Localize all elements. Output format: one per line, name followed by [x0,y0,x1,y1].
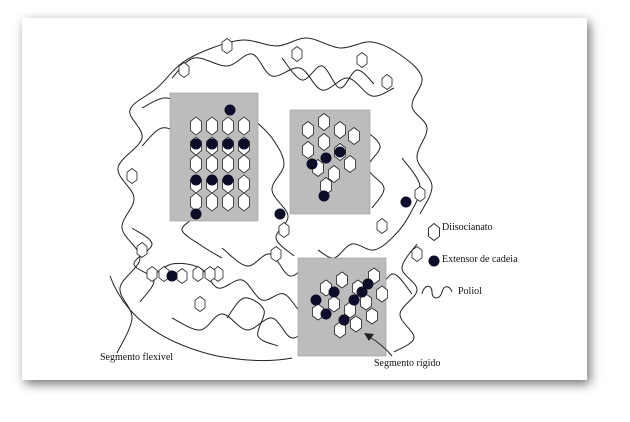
diisocyanate-hexagon [348,126,360,146]
diisocyanate-hexagon [222,116,234,136]
diisocyanate-hexagon [291,45,303,62]
diisocyanate-hexagon [336,271,348,289]
soft-segment-arc [109,275,293,362]
diisocyanate-hexagon [328,295,340,313]
diisocyanate-hexagon [381,73,393,90]
polyol-chain [393,243,418,353]
chain-extender-dot [356,286,368,298]
chain-extender-dot [328,286,340,298]
chain-extender-dot [320,152,332,164]
polyol-chain [226,297,279,347]
diisocyanate-hexagon [318,132,330,152]
legend-label-polyol: Poliol [458,286,482,297]
diisocyanate-hexagon [334,321,346,339]
chain-extender-dot [206,174,218,186]
diisocyanate-hexagon [222,192,234,212]
diisocyanate-hexagon [356,51,368,68]
chain-extender-dot [306,158,318,170]
diisocyanate-hexagon [344,301,356,319]
diisocyanate-hexagon [302,120,314,140]
chain-extender-dot [190,208,202,220]
chain-extender-dot [362,278,374,290]
diisocyanate-hexagon [318,112,330,132]
diisocyanate-hexagon [222,154,234,174]
diisocyanate-hexagon [312,303,324,321]
diisocyanate-hexagon [360,293,372,311]
polyol-chain [281,57,375,89]
soft-segment-label: Segmento flexível [100,352,174,363]
legend-label-chain-extender: Extensor de cadeia [442,254,518,265]
chain-extender-dot [320,308,332,320]
diisocyanate-hexagon [414,185,426,202]
diisocyanate-hexagon [192,265,204,282]
filled-circle-icon [428,255,440,267]
polyol-chain [171,53,395,97]
polyol-chain [171,313,313,339]
diisocyanate-hexagon [411,245,423,262]
chain-extender-dot [318,190,330,202]
polyol-chain [251,117,295,257]
diisocyanate-hexagon [190,116,202,136]
chain-extender-dot [222,138,234,150]
arrowhead [364,333,374,341]
diisocyanate-hexagon [334,120,346,140]
chain-extender-units [166,104,412,326]
chain-extender-dot [338,314,350,326]
diisocyanate-hexagon [376,217,388,234]
figure-frame: Diisocianato Extensor de cadeia Poliol S… [22,18,587,380]
diisocyanate-hexagon [206,192,218,212]
legend-label-diisocyanate: Diisocianato [442,222,493,233]
hard-segment-pointer [364,333,393,357]
diisocyanate-hexagon [238,174,250,194]
diisocyanate-hexagon [178,61,190,78]
diisocyanate-hexagon [194,295,206,312]
hard-segment-label: Segmento rígido [374,358,441,369]
chain-extender-dot [348,294,360,306]
coil-icon [421,285,453,299]
hexagon-icon [428,222,440,242]
diisocyanate-hexagon [190,192,202,212]
diisocyanate-hexagon [221,37,233,54]
diisocyanate-hexagon [204,265,216,282]
diisocyanate-hexagon [206,154,218,174]
hard-segment-region [289,109,371,215]
diisocyanate-hexagon [136,241,148,258]
diisocyanate-hexagon [126,167,138,184]
diisocyanate-units [126,37,426,339]
diisocyanate-hexagon [146,265,158,282]
diisocyanate-hexagon [190,154,202,174]
diisocyanate-hexagon [278,221,290,238]
diisocyanate-hexagon [376,285,388,303]
chain-extender-dot [274,208,286,220]
chain-extender-dot [190,174,202,186]
diisocyanate-hexagon [328,164,340,184]
diisocyanate-hexagon [238,116,250,136]
chain-extender-dot [400,196,412,208]
diisocyanate-hexagon [344,154,356,174]
chain-extender-dot [222,174,234,186]
diisocyanate-hexagon [238,154,250,174]
diisocyanate-hexagon [176,267,188,284]
legend [421,222,453,299]
chain-extender-dot [206,138,218,150]
diisocyanate-hexagon [366,307,378,325]
chain-extender-dot [224,104,236,116]
chain-extender-dot [238,138,250,150]
polyol-chain [131,227,155,303]
diisocyanate-hexagon [302,140,314,160]
soft-segment-arc [109,275,293,362]
diisocyanate-hexagon [158,265,170,282]
chain-extender-dot [190,138,202,150]
diisocyanate-hexagon [350,315,362,333]
diisocyanate-hexagon [238,192,250,212]
polyurethane-segment-diagram [109,37,453,362]
chain-extender-dot [166,270,178,282]
chain-extender-dot [310,294,322,306]
diisocyanate-hexagon [270,245,282,262]
chain-extender-dot [334,146,346,158]
diisocyanate-hexagon [206,116,218,136]
